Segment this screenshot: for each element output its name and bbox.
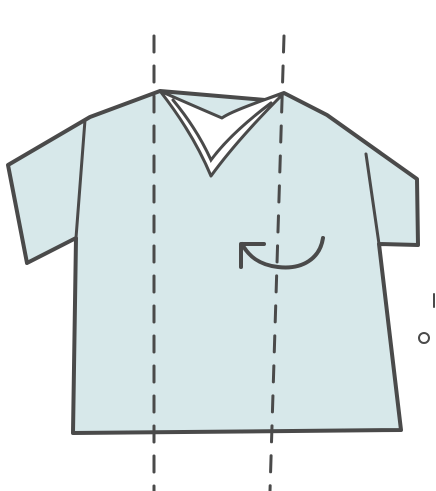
edge-mark-2 [419, 333, 429, 343]
